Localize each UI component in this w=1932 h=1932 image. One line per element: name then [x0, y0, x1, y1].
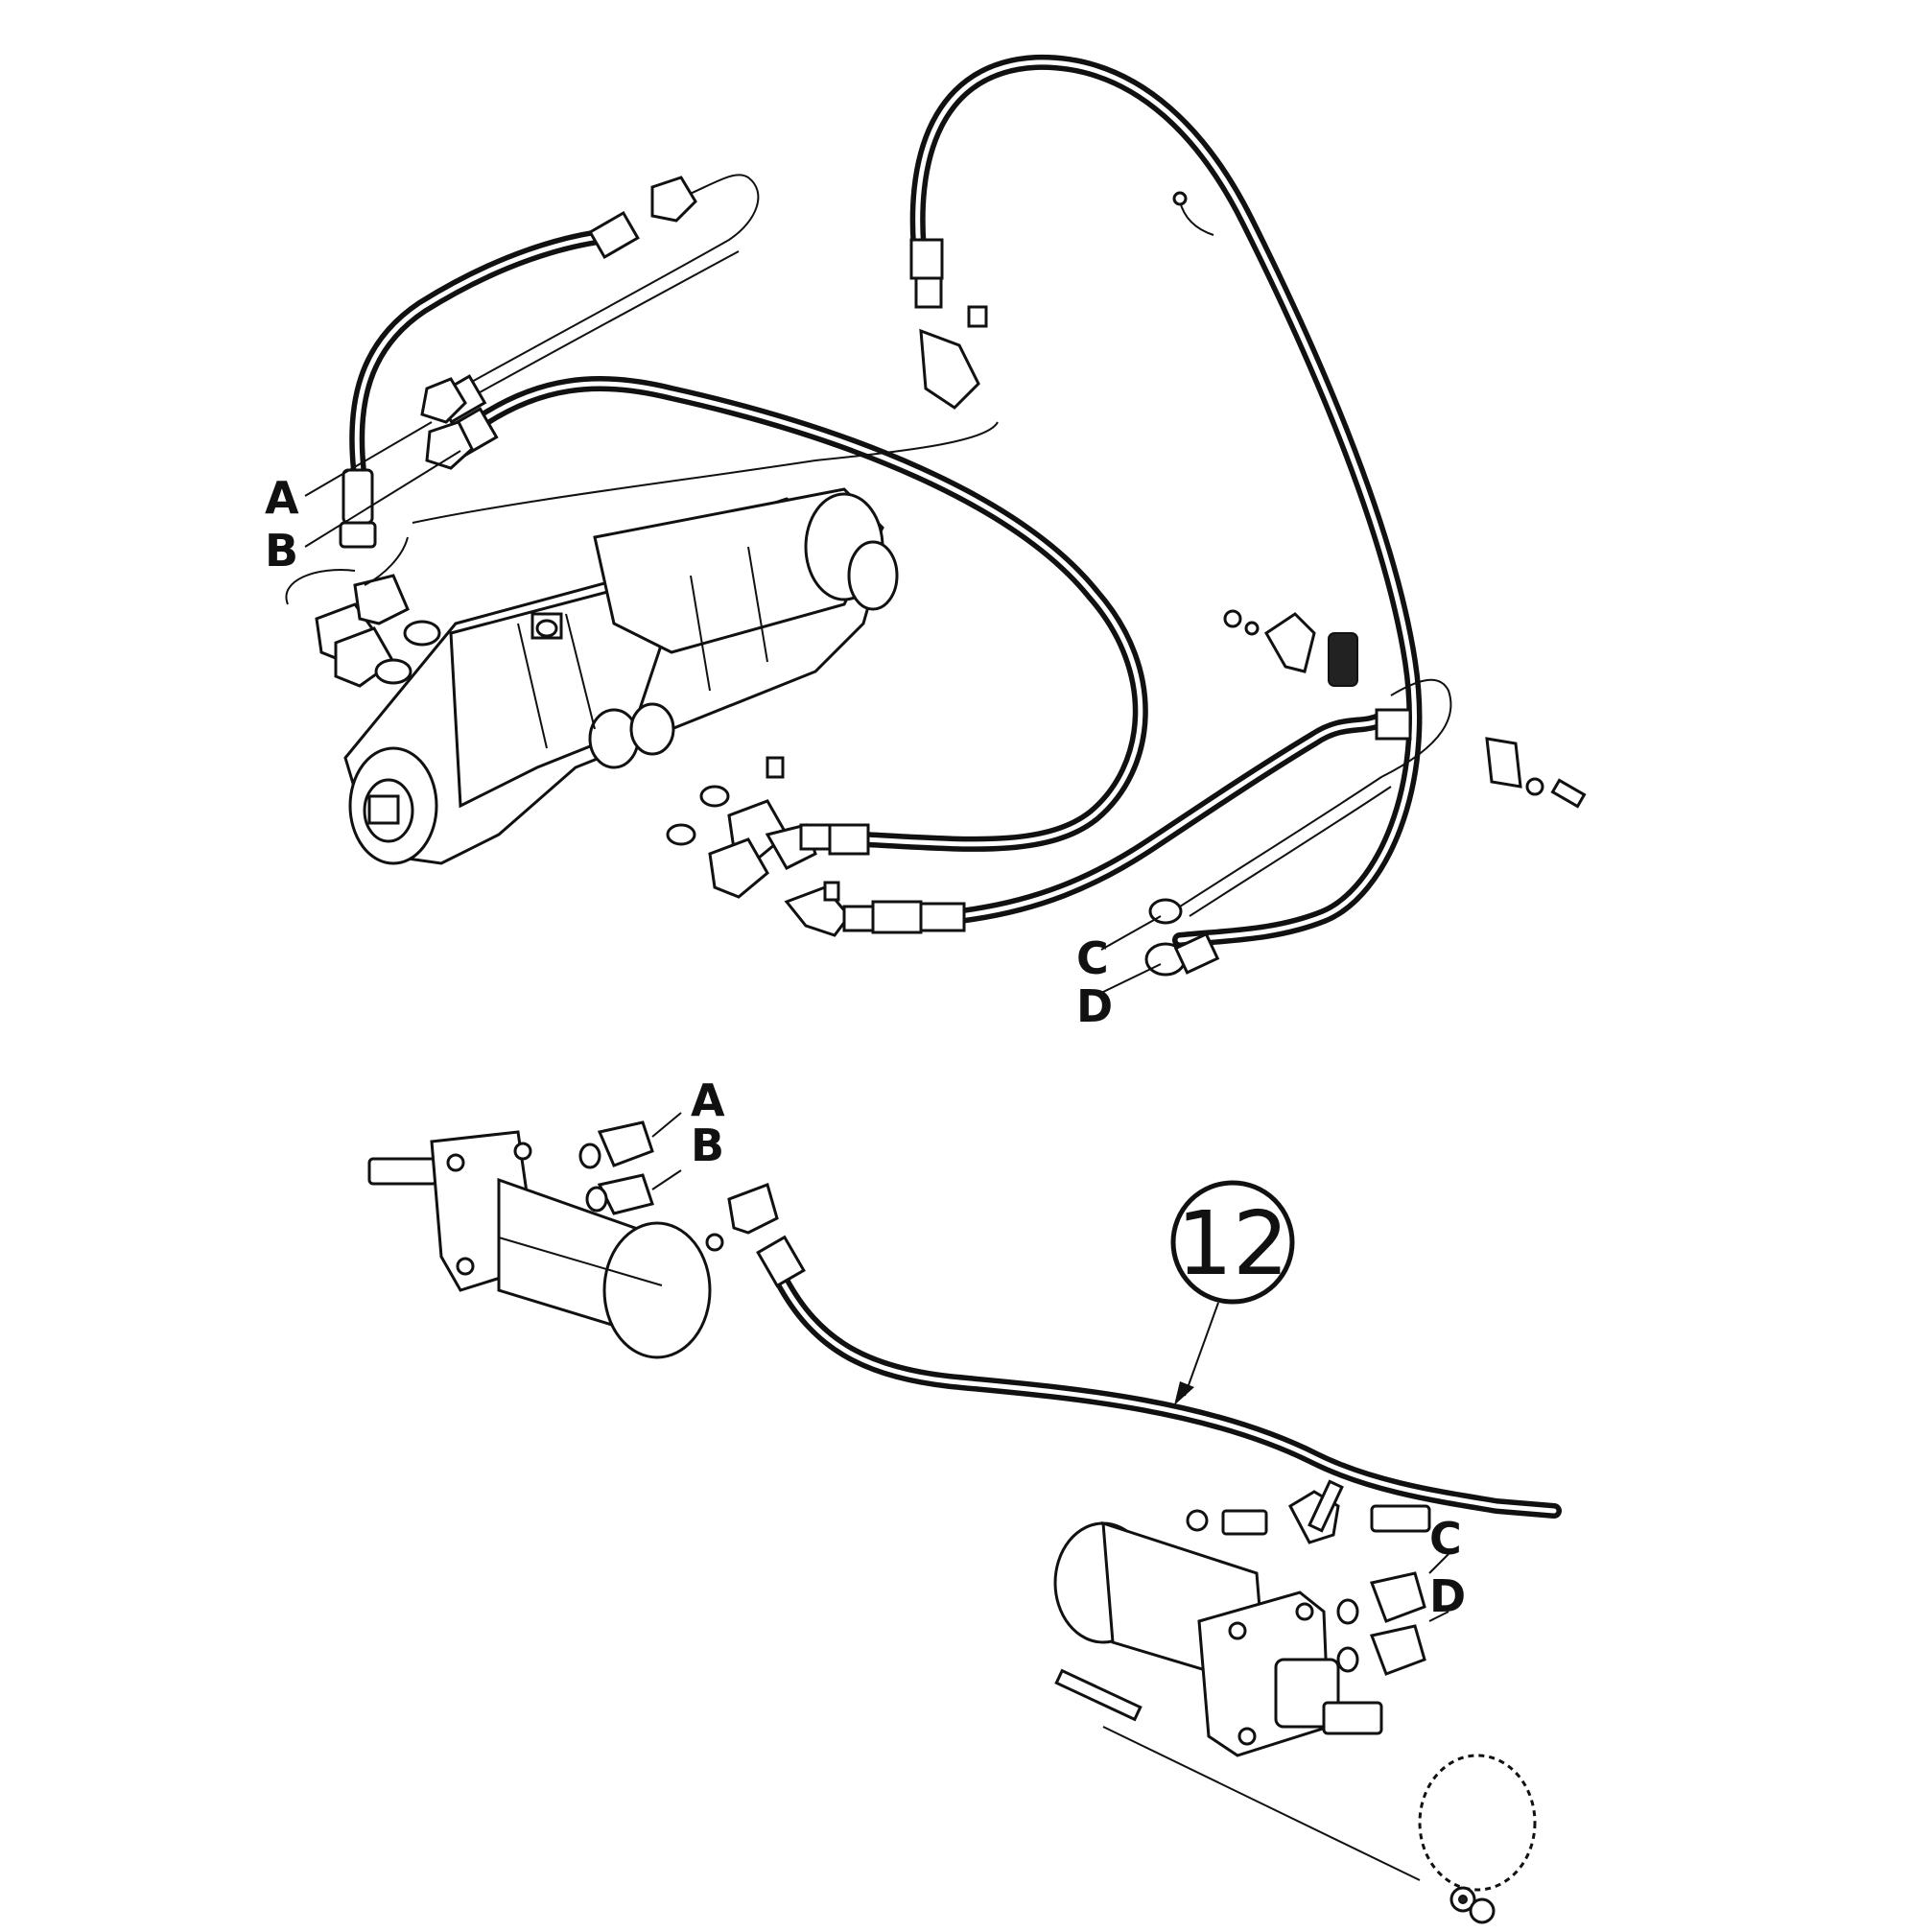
label-bottom-d: D [1429, 1570, 1466, 1622]
label-top-a: A [265, 472, 299, 524]
label-leaders-top [304, 421, 1162, 994]
bottom-assembly: 12 A B C D [367, 1074, 1562, 1924]
hose-lower-right [952, 712, 1389, 924]
elbow-upper-right [909, 238, 988, 410]
hose-top-loop [909, 54, 1423, 948]
label-top-d: D [1076, 980, 1113, 1032]
callout-number: 12 [1176, 1192, 1288, 1295]
label-top-c: C [1076, 932, 1109, 984]
motor-right [1053, 1520, 1383, 1757]
fitting-upper-1 [420, 176, 697, 470]
pump-body [343, 487, 899, 865]
label-bottom-c: C [1429, 1513, 1462, 1565]
bolt-washers [1054, 1668, 1537, 1924]
motor-left [367, 1130, 712, 1359]
callout-arrowhead [1174, 1381, 1194, 1405]
label-bottom-b: B [691, 1119, 724, 1171]
hose-12 [756, 1235, 1562, 1519]
label-bottom-a: A [691, 1074, 725, 1126]
fitting-a-b-ends [339, 468, 377, 549]
bracket-clamp [1172, 191, 1587, 809]
motor-right-fittings [1186, 1479, 1449, 1676]
pump-left-connectors [285, 536, 441, 688]
hose-upper-left [349, 174, 760, 487]
top-assembly: A B C D [265, 54, 1587, 1032]
callout-12: 12 [1170, 1180, 1295, 1405]
hose-middle-loop [472, 376, 1148, 852]
pump-right-connectors [666, 756, 966, 937]
tube-right [1179, 678, 1452, 917]
motor-left-fittings [578, 1112, 779, 1252]
label-top-b: B [265, 525, 298, 577]
reference-line-top [412, 421, 999, 524]
